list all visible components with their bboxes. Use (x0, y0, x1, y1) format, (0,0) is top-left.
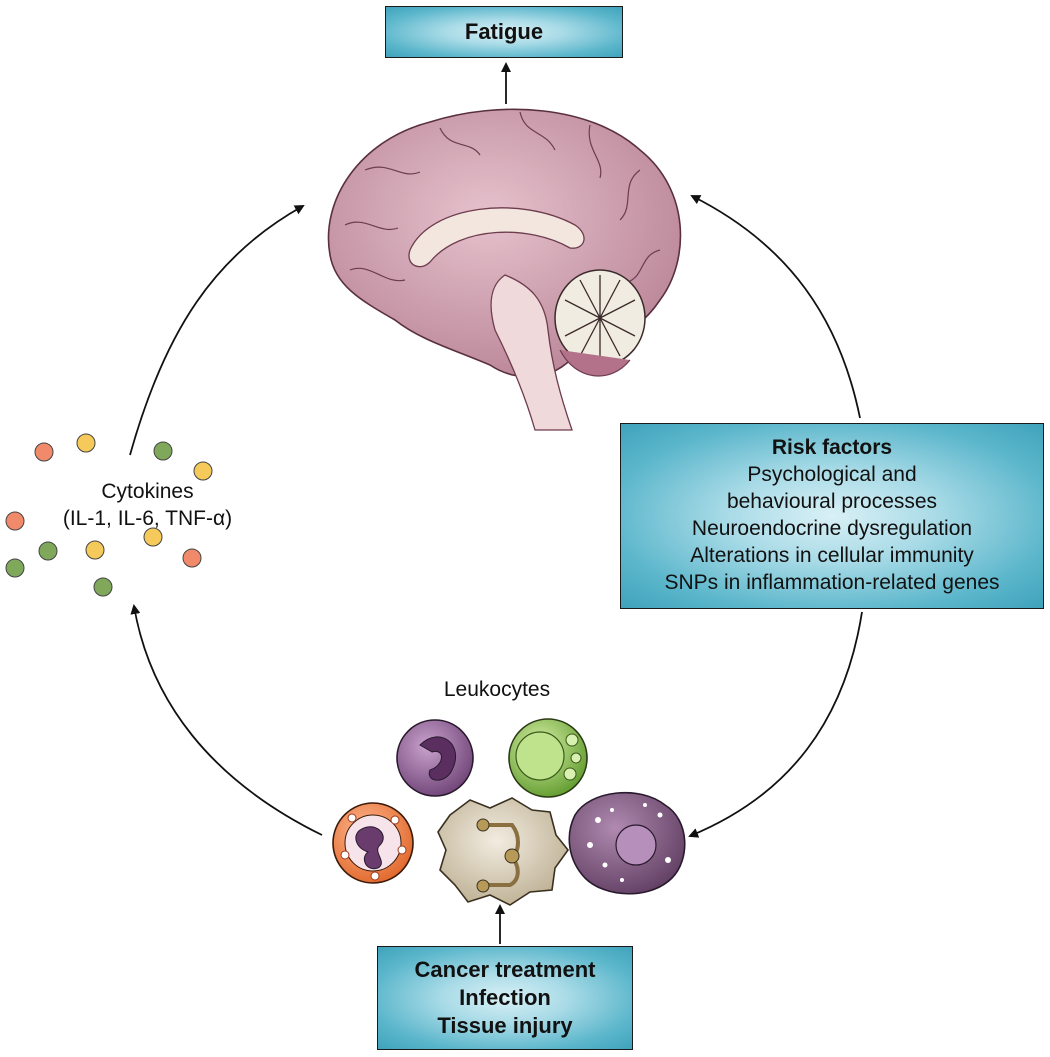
cytokine-dot (34, 442, 54, 462)
cytokines-list: (IL-1, IL-6, TNF-α) (62, 507, 233, 531)
risk-factor-item: Alterations in cellular immunity (690, 543, 974, 567)
causes-box: Cancer treatment Infection Tissue injury (377, 946, 633, 1050)
cytokine-particles (5, 433, 213, 597)
risk-factor-item: Psychological and (747, 463, 917, 487)
fatigue-box: Fatigue (385, 6, 623, 58)
arrow-risk-to-brain (690, 195, 861, 419)
leukocytes-cluster (332, 718, 686, 906)
risk-factors-box: Risk factors Psychological and behaviour… (620, 423, 1044, 609)
arrow-risk-to-leukocytes (688, 611, 863, 838)
cytokine-dot (143, 527, 163, 547)
granulocyte-cell (332, 802, 414, 884)
risk-factor-item: Neuroendocrine dysregulation (691, 517, 973, 540)
cause-item: Cancer treatment (414, 956, 596, 982)
fatigue-label: Fatigue (464, 18, 544, 44)
cytokine-dot (193, 461, 213, 481)
cytokine-dot (182, 548, 202, 568)
cytokines-label: Cytokines (IL-1, IL-6, TNF-α) (20, 478, 275, 533)
risk-factor-item: SNPs in inflammation-related genes (664, 570, 1000, 594)
risk-factor-item: behavioural processes (726, 490, 938, 514)
cytokine-dot (93, 577, 113, 597)
cytokine-dot (5, 558, 25, 578)
brain-illustration (327, 108, 682, 431)
cytokine-dot (153, 441, 173, 461)
leukocytes-label: Leukocytes (443, 678, 551, 701)
cytokine-dot (5, 511, 25, 531)
macrophage-cell (568, 791, 686, 895)
cytokine-dot (85, 540, 105, 560)
arrow-cytokines-to-brain (129, 205, 305, 456)
monocyte-cell (396, 719, 474, 797)
dendritic-cell (437, 797, 570, 906)
cause-item: Tissue injury (437, 1013, 573, 1039)
cause-item: Infection (459, 984, 551, 1010)
cytokines-title: Cytokines (101, 480, 194, 503)
lymphocyte-cell (508, 718, 588, 798)
risk-factors-title: Risk factors (771, 436, 893, 460)
cytokine-dot (76, 433, 96, 453)
arrow-leukocytes-to-cytokines (130, 604, 323, 836)
cytokine-dot (38, 541, 58, 561)
